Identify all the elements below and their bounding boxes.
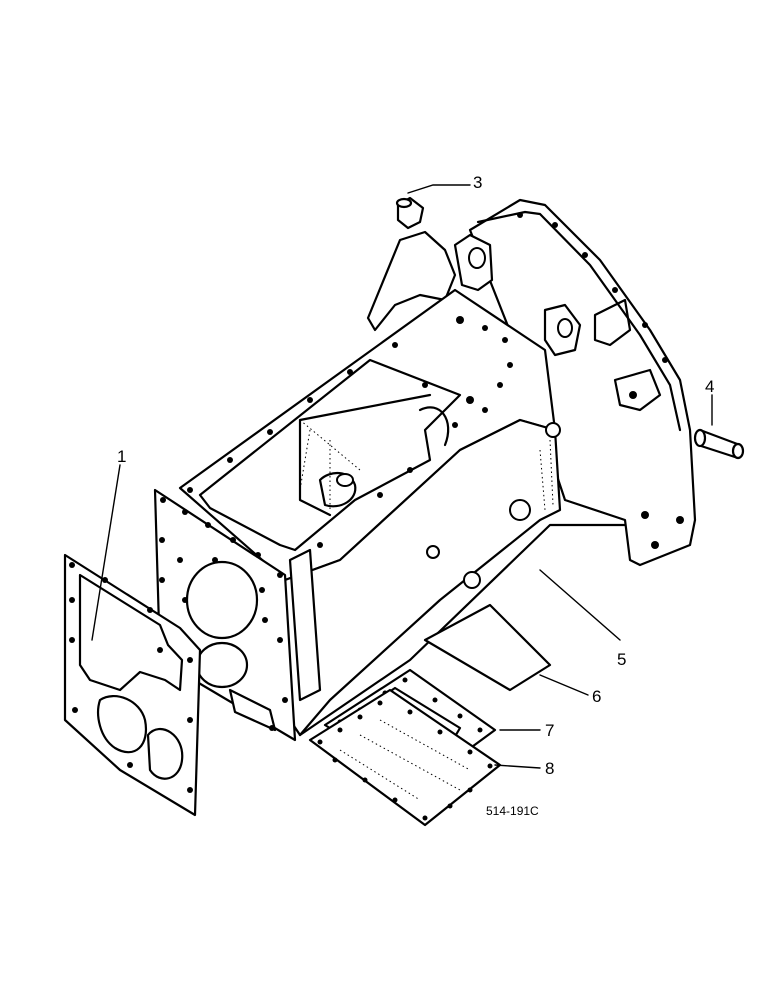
leader-lines — [91, 184, 713, 769]
cover-plate-part-6 — [423, 603, 552, 692]
callout-5: 5 — [617, 650, 626, 669]
front-gasket-part-1 — [63, 553, 202, 817]
callout-7: 7 — [545, 721, 554, 740]
callout-8: 8 — [545, 759, 554, 778]
callout-3: 3 — [473, 173, 482, 192]
bushing-part-4 — [693, 428, 745, 460]
callout-6: 6 — [592, 687, 601, 706]
housing-part-5 — [153, 198, 697, 742]
gasket-plate-part-8 — [308, 688, 502, 827]
drawing-code: 514-191C — [486, 804, 539, 818]
callout-1: 1 — [117, 447, 126, 466]
callout-4: 4 — [705, 377, 714, 396]
bushing-part-3 — [395, 196, 425, 230]
